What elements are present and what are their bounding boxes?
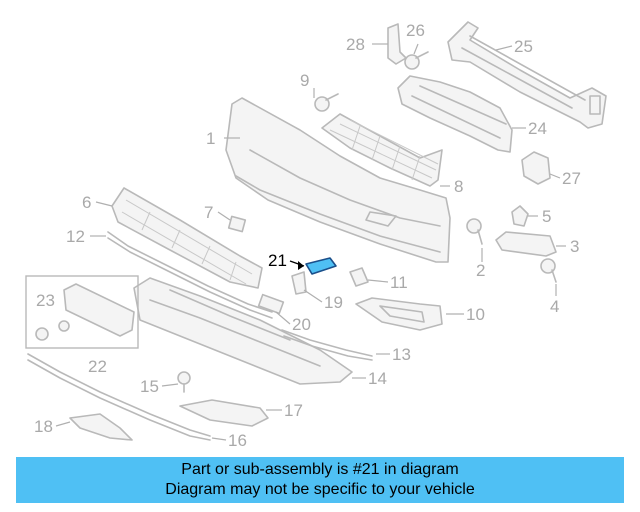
label-25: 25 — [514, 37, 533, 56]
label-17: 17 — [284, 401, 303, 420]
part-6-lower-grille — [111, 187, 263, 289]
part-18-trim — [69, 413, 133, 441]
leader-lines — [55, 43, 566, 441]
label-22: 22 — [88, 357, 107, 376]
part-15-bolt — [177, 371, 191, 393]
part-10-trim — [355, 297, 443, 331]
info-banner: Part or sub-assembly is #21 in diagram D… — [16, 457, 624, 503]
label-13: 13 — [392, 345, 411, 364]
part-11-clip — [349, 267, 369, 287]
part-26-bolt — [404, 51, 429, 70]
part-2-bolt — [466, 218, 483, 245]
label-18: 18 — [34, 417, 53, 436]
label-20: 20 — [292, 315, 311, 334]
banner-line-2: Diagram may not be specific to your vehi… — [165, 481, 475, 498]
label-1: 1 — [206, 129, 215, 148]
label-23: 23 — [36, 291, 55, 310]
part-9-bolt — [314, 93, 339, 112]
part-lower-strip — [27, 353, 211, 441]
label-8: 8 — [454, 177, 463, 196]
label-14: 14 — [368, 369, 387, 388]
part-19-clip — [291, 271, 307, 295]
part-5-clip — [511, 205, 529, 227]
label-11: 11 — [390, 273, 408, 292]
label-3: 3 — [570, 237, 579, 256]
label-24: 24 — [528, 119, 547, 138]
label-5: 5 — [542, 207, 551, 226]
part-14-skid — [133, 277, 353, 385]
part-27-bracket — [521, 151, 551, 185]
part-17-trim — [179, 399, 269, 427]
label-9: 9 — [300, 71, 309, 90]
label-10: 10 — [466, 305, 485, 324]
part-8-grille — [321, 113, 443, 187]
label-27: 27 — [562, 169, 581, 188]
label-21-highlighted: 21 — [268, 251, 287, 270]
banner-line-1: Part or sub-assembly is #21 in diagram — [181, 461, 459, 478]
label-6: 6 — [82, 193, 91, 212]
part-4-bolt — [540, 258, 557, 283]
label-28: 28 — [346, 35, 365, 54]
part-25-bracket — [447, 21, 607, 129]
label-7: 7 — [204, 203, 213, 222]
label-2: 2 — [476, 261, 485, 280]
part-3-bracket — [495, 231, 557, 257]
part-1-bumper-cover — [225, 97, 451, 263]
part-22-plate-group — [25, 275, 139, 349]
label-16: 16 — [228, 431, 247, 450]
part-24-absorber — [397, 75, 513, 153]
callout-labels: 1 2 3 4 5 6 7 8 9 10 11 12 13 14 15 16 1… — [34, 21, 581, 450]
part-7-clip — [227, 215, 247, 233]
label-4: 4 — [550, 297, 559, 316]
label-12: 12 — [66, 227, 85, 246]
part-12-trim — [107, 231, 273, 319]
label-15: 15 — [140, 377, 159, 396]
part-28-clip — [387, 23, 407, 65]
part-21-highlighted — [305, 257, 337, 275]
label-19: 19 — [324, 293, 343, 312]
part-13-strip — [281, 329, 373, 361]
label-26: 26 — [406, 21, 425, 40]
part-20-bracket — [257, 293, 285, 315]
